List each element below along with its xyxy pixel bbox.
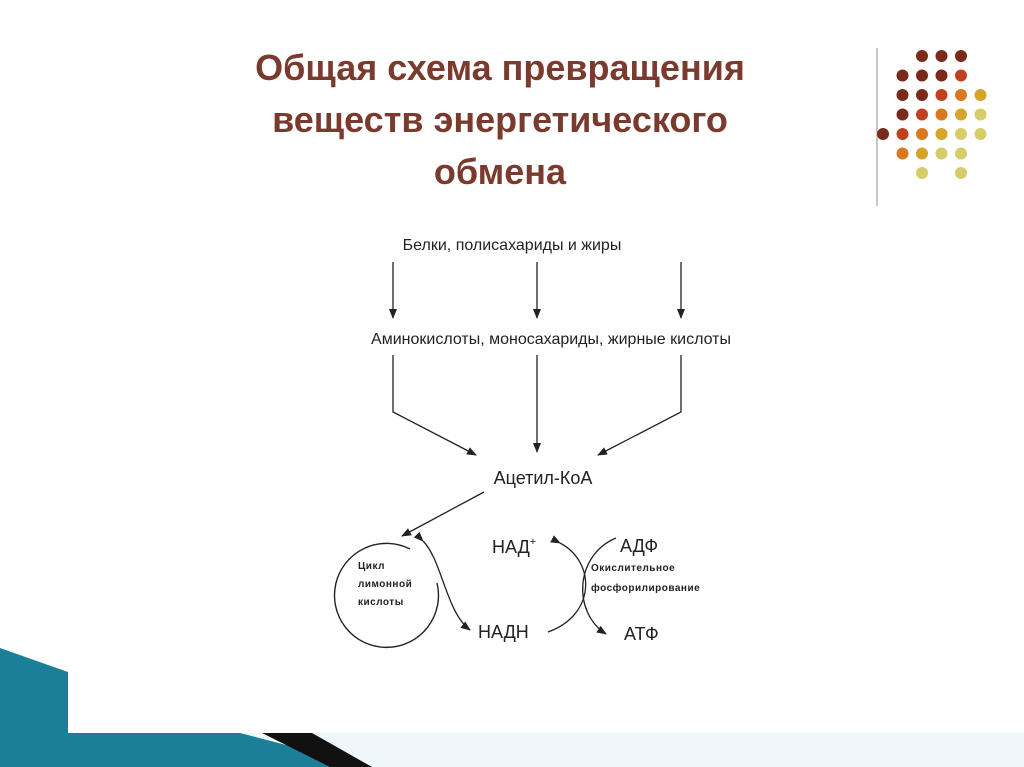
decor-dot [955,108,967,121]
decor-dot [974,108,987,121]
decor-dot [916,128,928,140]
corner-teal-shape [0,648,68,733]
decor-dot [974,89,987,101]
arrow-acetyl-to-cycle [401,491,485,537]
decor-dot [916,147,928,160]
nad-regeneration-arrow [547,535,587,633]
decor-dot [916,108,928,121]
arrow-fatty-to-acetyl [597,355,682,456]
nad-plus-text: НАД [492,537,530,557]
decor-dot [935,108,948,121]
nadh-label: НАДН [478,622,529,642]
dot-grid-decoration [877,50,987,179]
decor-dot [896,147,909,160]
decor-dot [935,128,948,140]
decor-dot [896,108,909,121]
decor-dot [935,89,948,101]
bottom-dark-stripe [262,733,372,767]
oxphos-label-line-1: Окислительное [591,563,675,574]
citric-acid-cycle-loop [333,542,440,649]
decor-dot [916,69,928,82]
cycle-label-line-1: Цикл [358,561,385,572]
decor-dot [877,128,889,140]
decor-dot [916,89,928,101]
adp-label: АДФ [620,536,658,556]
nad-plus-superscript: + [530,536,536,548]
arrow-amino-to-acetyl [392,355,477,456]
decor-dot [935,69,948,82]
decor-dot [896,69,909,82]
oxphos-label-line-2: фосфорилирование [591,582,700,594]
bottom-teal-band [0,733,370,767]
decor-dot [935,147,948,160]
slide-title-line-3: обмена [433,151,567,192]
phosphorylation-arrow [582,537,617,635]
slide-title-line-1: Общая схема превращения [255,47,745,88]
decor-dot [955,50,967,62]
cycle-nad-arrow [413,531,471,631]
decor-dot [896,89,909,101]
cycle-label-line-2: лимонной [358,579,412,590]
sources-label: Белки, полисахариды и жиры [403,237,622,254]
decor-dot [955,128,967,140]
nad-plus-label: НАД+ [492,536,536,557]
decor-dot [935,50,948,62]
decor-dot [955,167,967,179]
decor-dot [916,167,928,179]
decor-dot [974,128,987,140]
decor-dot [955,147,967,160]
cycle-label-line-3: кислоты [358,597,404,608]
atp-label: АТФ [624,624,659,644]
decor-dot [896,128,909,140]
decor-dot [955,69,967,82]
monomers-label: Аминокислоты, моносахариды, жирные кисло… [371,331,731,348]
slide-title-line-2: веществ энергетического [272,99,728,140]
decor-dot [955,89,967,101]
decor-dot [916,50,928,62]
acetyl-coa-label: Ацетил-КоА [494,468,593,488]
